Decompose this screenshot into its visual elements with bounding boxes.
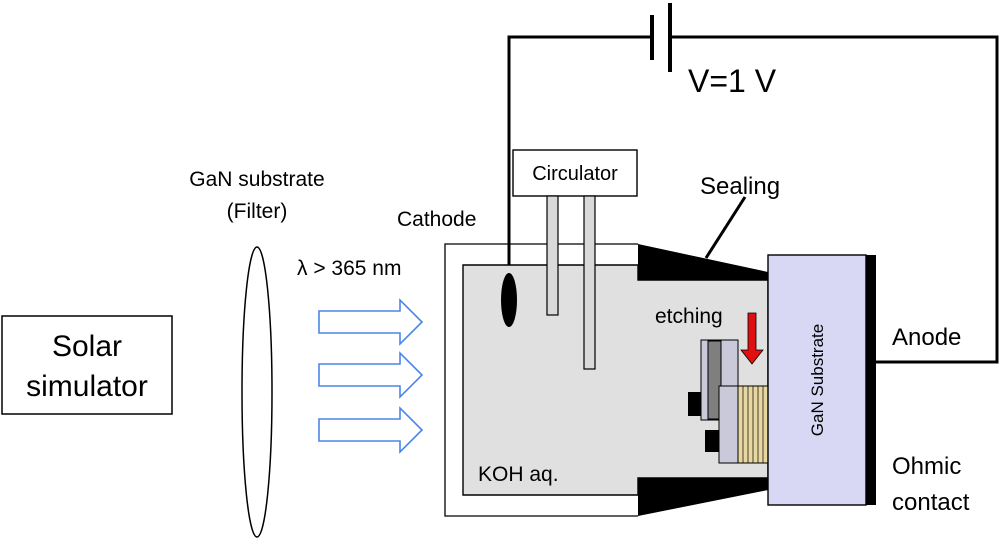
- ohmic-contact-bar: [866, 255, 876, 505]
- sample-dark-layer: [707, 340, 722, 420]
- sealing-pointer: [704, 196, 747, 259]
- cell-outline: [444, 243, 638, 517]
- sealing-label: Sealing: [700, 173, 780, 200]
- sample-stripes: [742, 386, 764, 463]
- light-arrow-icon: [318, 298, 424, 346]
- circulator-tube-right: [583, 195, 596, 370]
- light-arrow-icon: [318, 351, 424, 399]
- voltage-label: V=1 V: [688, 63, 777, 99]
- sample-bump-bottom: [705, 430, 719, 452]
- sealing-top: [638, 244, 768, 280]
- etching-label: etching: [655, 305, 723, 328]
- gan-filter-label-line2: (Filter): [227, 200, 288, 223]
- solar-simulator-box: [1, 315, 173, 415]
- solar-simulator-label-line1: Solar: [52, 330, 122, 363]
- circulator-label: Circulator: [532, 163, 618, 185]
- circulator-box: [512, 149, 638, 197]
- gan-filter-label-line1: GaN substrate: [189, 168, 324, 191]
- anode-label: Anode: [892, 324, 961, 351]
- cathode-electrode: [501, 273, 517, 327]
- gan-substrate-block: [767, 254, 867, 506]
- circuit-wires: [507, 35, 999, 364]
- wavelength-label: λ > 365 nm: [297, 257, 401, 280]
- ohmic-contact-label-line2: contact: [892, 489, 970, 516]
- circulator-tube-left: [546, 195, 559, 316]
- cathode-label: Cathode: [397, 208, 476, 231]
- light-arrow-icon: [318, 406, 424, 454]
- gan-substrate-label: GaN Substrate: [808, 324, 827, 436]
- etch-down-arrow-icon: [740, 312, 764, 365]
- koh-label: KOH aq.: [478, 463, 559, 486]
- light-arrows: [318, 298, 424, 454]
- battery-symbol: [650, 3, 672, 72]
- ohmic-contact-label-line1: Ohmic: [892, 453, 961, 480]
- gan-filter-lens: [241, 246, 273, 538]
- sample-stack: [688, 339, 769, 464]
- sealing-bottom: [638, 478, 768, 516]
- sample-bump-top: [688, 392, 701, 416]
- solar-simulator-label-line2: simulator: [26, 370, 148, 403]
